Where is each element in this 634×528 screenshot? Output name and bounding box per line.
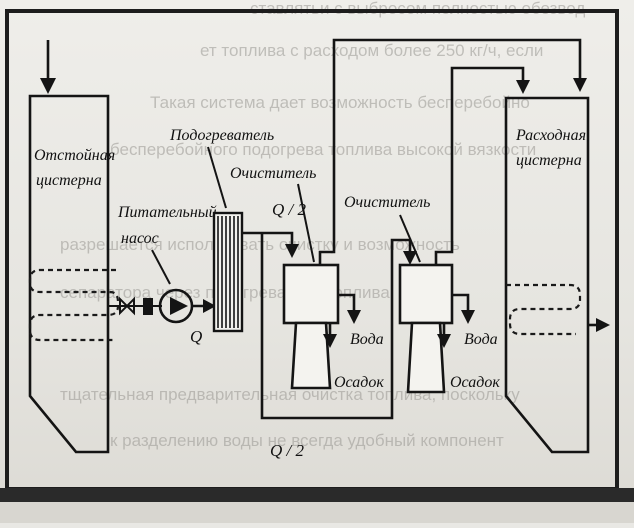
service-tank-heating-coil [506, 283, 582, 336]
heater-outlet-pipe [242, 231, 294, 248]
service-tank-outlet-arrowhead [596, 318, 610, 332]
separator2-inlet-arrowhead [403, 251, 417, 265]
settling-tank: Отстойная цистерна [28, 94, 120, 454]
flow-q-label: Q [190, 327, 202, 346]
inlet-arrow [40, 40, 56, 94]
flow-half-bottom-label: Q / 2 [270, 441, 305, 460]
water-1-label: Вода [350, 331, 384, 348]
feed-pump-label-line1: Питательный [117, 204, 217, 221]
separator-1-label: Очиститель [230, 165, 316, 182]
flow-half-top-label: Q / 2 [272, 200, 307, 219]
separator-2-label: Очиститель [344, 194, 430, 211]
heater: Подогреватель [169, 127, 274, 333]
bleed-line-2: ет топлива с расходом более 250 кг/ч, ес… [200, 41, 543, 60]
separator-2: Очиститель Вода Осадок [344, 194, 500, 394]
bleed-line-5: разрешается использовать очистку и возмо… [60, 235, 460, 254]
service-tank-inlet-arrowhead-2 [516, 80, 530, 94]
filter-block [143, 298, 153, 315]
sludge-2-label: Осадок [450, 374, 500, 391]
feed-pump: Питательный насос [117, 204, 217, 324]
figure-bottom-band-shade [0, 502, 634, 523]
separator1-to-service-tank-pipe [318, 38, 582, 265]
water-2-label: Вода [464, 331, 498, 348]
service-tank-inlet-arrowhead-1 [573, 78, 587, 92]
separator-1: Очиститель Вода Осадок [230, 165, 384, 391]
separator1-inlet-arrowhead [285, 244, 299, 258]
pump-outlet-arrowhead [203, 299, 216, 313]
settling-tank-label-line1: Отстойная [34, 147, 115, 164]
bypass-pipe-to-separator2 [260, 233, 412, 420]
service-tank-label-line1: Расходная [515, 127, 586, 144]
figure-bottom-band [0, 488, 634, 502]
bleed-through-text: ставлятьи с выбросом полностью обезвод е… [60, 0, 585, 450]
bleed-line-3: Такая система дает возможность бесперебо… [150, 93, 530, 112]
heater-label: Подогреватель [169, 127, 274, 144]
settling-tank-label-line2: цистерна [36, 172, 102, 189]
feed-pump-label-line2: насос [121, 230, 159, 247]
settling-tank-heating-coil [28, 268, 120, 342]
separator2-to-service-tank-pipe [434, 66, 525, 265]
service-tank: Расходная цистерна [504, 96, 590, 454]
service-tank-label-line2: цистерна [516, 152, 582, 169]
bleed-line-8: к разделению воды не всегда удобный комп… [110, 431, 504, 450]
bleed-line-4: бесперебойного подогрева топлива высокой… [110, 140, 536, 159]
sludge-1-label: Осадок [334, 374, 384, 391]
bleed-line-7: тщательная предварительная очистка топли… [60, 385, 520, 404]
